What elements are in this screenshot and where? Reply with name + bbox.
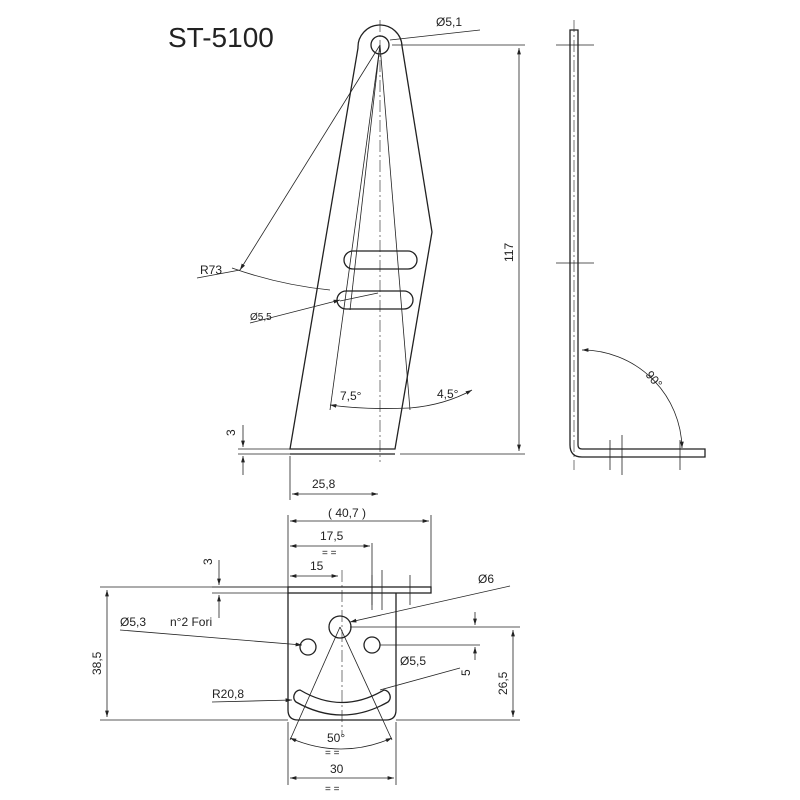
side-outline: [569, 29, 706, 458]
small-holes-label: Ø5,5: [400, 654, 426, 668]
dim-15-label: 15: [310, 559, 324, 573]
angle-arc-left: [329, 404, 411, 409]
dim-17-5-label: 17,5: [320, 529, 344, 543]
width-label: 30: [330, 762, 344, 776]
height-label: 117: [502, 243, 516, 262]
ray-mid: [349, 44, 381, 311]
front-view: R73 Ø5,5 Ø5,1 7,5° 4,5° 117 3 25,8: [196, 15, 525, 500]
bend-angle-arc: [581, 348, 684, 449]
top-hole-label: Ø5,1: [436, 15, 462, 29]
left-hole: [299, 638, 317, 656]
ray-right: [379, 44, 411, 411]
radius-label-line: [196, 269, 241, 279]
bottom-thickness-label: 3: [201, 558, 215, 565]
radius-label: R73: [200, 263, 222, 277]
ray-left: [329, 44, 381, 411]
angle-arc-right: [409, 389, 473, 409]
height-26-label: 26,5: [496, 671, 510, 695]
slot-dim-leader: [249, 299, 341, 324]
front-outline: [289, 24, 433, 450]
arc-radius-leader: [211, 698, 293, 703]
slot-leader: [339, 292, 379, 302]
angle-50-label: 50°: [327, 731, 345, 745]
top-hole-leader: [389, 29, 481, 41]
lower-slot: [336, 290, 414, 310]
angle-50-arc: [289, 737, 393, 750]
angle-right-label: 4,5°: [437, 387, 459, 401]
side-view: 90°: [556, 20, 706, 475]
side-holes-leader: [119, 629, 303, 647]
side-holes-label: Ø5,3: [120, 615, 146, 629]
radius-arc: [231, 267, 331, 291]
drawing-title: ST-5100: [168, 22, 274, 53]
halfwidth-label: 25,8: [312, 477, 336, 491]
thickness-label: 3: [224, 429, 238, 436]
equal-mark-c: = =: [325, 784, 340, 795]
right-hole: [363, 636, 381, 654]
holes-note: n°2 Fori: [170, 615, 212, 629]
arc-slot: [293, 689, 391, 716]
slot-dim-label: Ø5,5: [250, 312, 272, 323]
arc-radius-label: R20,8: [212, 687, 244, 701]
equal-mark-a: = =: [322, 548, 337, 559]
small-holes-leader: [379, 667, 461, 691]
radius-leader: [239, 44, 381, 271]
bottom-view: 50° = = ( 40,7 ) 17,5 = = 15 3 Ø6 Ø5,3 n…: [90, 506, 520, 795]
center-hole-leader: [349, 585, 511, 623]
bottom-ray-right: [339, 626, 393, 741]
upper-slot: [343, 250, 418, 270]
angle-left-label: 7,5°: [340, 389, 362, 403]
center-hole-label: Ø6: [478, 572, 494, 586]
height-38-label: 38,5: [90, 651, 104, 675]
overall-label: ( 40,7 ): [328, 506, 366, 520]
flange-strip: [287, 586, 432, 594]
dim-5-label: 5: [459, 669, 473, 676]
bend-angle-label: 90°: [643, 368, 666, 391]
equal-mark-b: = =: [325, 748, 340, 759]
bottom-ray-left: [289, 626, 341, 741]
